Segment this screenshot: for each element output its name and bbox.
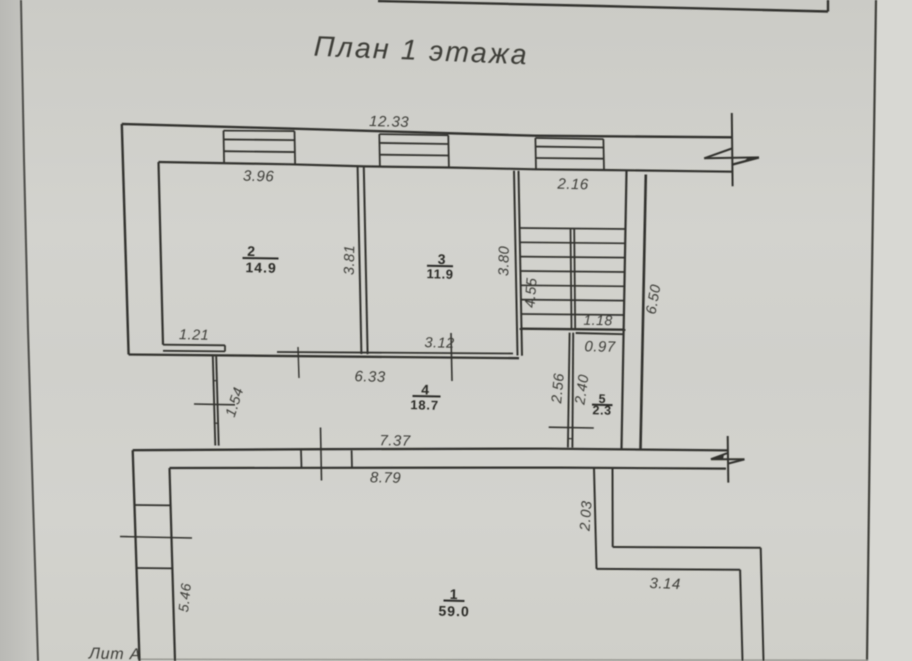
svg-text:1.21: 1.21 — [179, 327, 210, 344]
svg-text:3.12: 3.12 — [424, 335, 455, 352]
svg-text:3.96: 3.96 — [243, 168, 275, 186]
svg-text:2: 2 — [247, 243, 256, 259]
svg-text:2.16: 2.16 — [556, 176, 589, 194]
svg-text:18.7: 18.7 — [410, 397, 439, 413]
svg-text:2.56: 2.56 — [549, 372, 568, 405]
svg-text:3.14: 3.14 — [649, 575, 681, 593]
svg-text:12.33: 12.33 — [369, 113, 410, 131]
svg-text:0.97: 0.97 — [584, 338, 616, 356]
svg-text:5: 5 — [598, 392, 606, 406]
svg-text:2.3: 2.3 — [592, 403, 612, 417]
svg-text:3.80: 3.80 — [496, 246, 513, 277]
svg-text:6.33: 6.33 — [354, 368, 386, 386]
svg-text:2.40: 2.40 — [572, 373, 592, 406]
svg-text:59.0: 59.0 — [438, 603, 470, 620]
svg-text:1: 1 — [450, 586, 459, 602]
svg-text:6.50: 6.50 — [644, 283, 665, 316]
svg-text:Лит А: Лит А — [88, 646, 142, 661]
svg-text:4: 4 — [421, 381, 430, 397]
svg-text:11.9: 11.9 — [426, 266, 453, 282]
svg-text:5.46: 5.46 — [175, 582, 194, 613]
svg-text:14.9: 14.9 — [245, 259, 277, 276]
svg-text:3: 3 — [438, 251, 447, 267]
svg-text:8.79: 8.79 — [370, 469, 402, 487]
svg-text:3.81: 3.81 — [342, 245, 359, 276]
svg-text:7.37: 7.37 — [379, 432, 411, 450]
svg-text:2.03: 2.03 — [577, 500, 595, 532]
svg-text:1.18: 1.18 — [583, 312, 613, 329]
svg-text:4.55: 4.55 — [522, 277, 540, 309]
